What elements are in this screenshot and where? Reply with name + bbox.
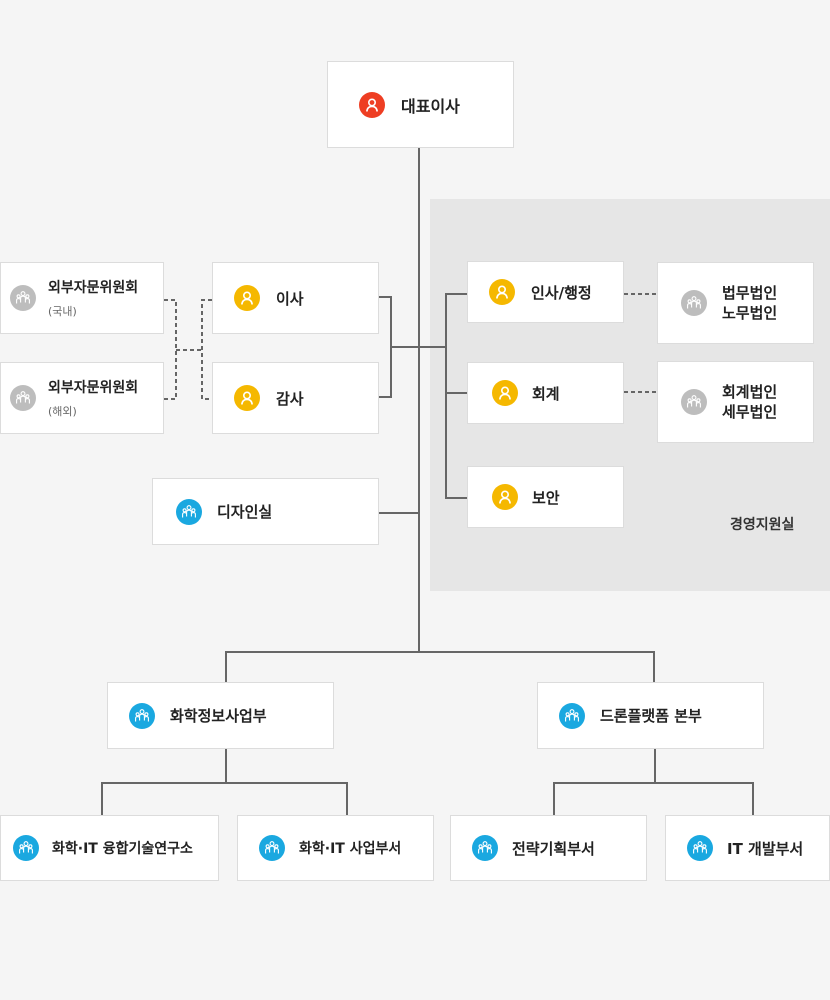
law-firm-line1: 법무법인: [722, 284, 778, 302]
group-icon: [10, 385, 36, 411]
advisory-overseas-title: 외부자문위원회: [48, 380, 139, 396]
person-icon: [359, 91, 385, 118]
hr-admin-node[interactable]: 인사/행정: [467, 261, 624, 323]
accounting-firm-line1: 회계법인: [722, 383, 778, 401]
group-icon: [13, 835, 39, 861]
person-icon: [492, 484, 518, 510]
design-office-node[interactable]: 디자인실: [152, 478, 379, 545]
drone-division-node[interactable]: 드론플랫폼 본부: [537, 682, 764, 749]
group-icon: [10, 285, 36, 311]
it-dev-node[interactable]: IT 개발부서: [665, 815, 830, 881]
chem-biz-node[interactable]: 화학·IT 사업부서: [237, 815, 434, 881]
advisory-overseas-sub: (해외): [48, 405, 77, 418]
drone-division-label: 드론플랫폼 본부: [600, 707, 702, 725]
advisory-domestic-title: 외부자문위원회: [48, 280, 139, 296]
group-icon: [681, 290, 707, 316]
group-icon: [259, 835, 285, 861]
support-group-label: 경영지원실: [730, 517, 795, 533]
security-node[interactable]: 보안: [467, 466, 624, 528]
auditor-node[interactable]: 감사: [212, 362, 379, 434]
group-icon: [472, 835, 498, 861]
group-icon: [176, 498, 202, 525]
accounting-label: 회계: [532, 384, 560, 403]
chem-lab-node[interactable]: 화학·IT 융합기술연구소: [0, 815, 219, 881]
accounting-firm-node[interactable]: 회계법인 세무법인: [657, 361, 814, 443]
hr-admin-label: 인사/행정: [531, 283, 592, 302]
ceo-label: 대표이사: [401, 96, 460, 116]
person-icon: [489, 279, 515, 305]
advisory-overseas-node[interactable]: 외부자문위원회 (해외): [0, 362, 164, 434]
design-office-label: 디자인실: [217, 503, 273, 521]
advisory-domestic-node[interactable]: 외부자문위원회 (국내): [0, 262, 164, 334]
strategy-node[interactable]: 전략기획부서: [450, 815, 647, 881]
director-label: 이사: [276, 289, 304, 308]
auditor-label: 감사: [276, 389, 304, 408]
strategy-label: 전략기획부서: [512, 839, 595, 858]
law-firm-node[interactable]: 법무법인 노무법인: [657, 262, 814, 344]
advisory-domestic-sub: (국내): [48, 305, 77, 318]
person-icon: [234, 285, 260, 311]
chem-lab-label: 화학·IT 융합기술연구소: [52, 841, 193, 857]
group-icon: [559, 702, 585, 729]
it-dev-label: IT 개발부서: [727, 839, 804, 858]
law-firm-line2: 노무법인: [722, 304, 778, 322]
director-node[interactable]: 이사: [212, 262, 379, 334]
person-icon: [234, 385, 260, 411]
security-label: 보안: [532, 488, 560, 507]
group-icon: [681, 389, 707, 415]
chem-division-label: 화학정보사업부: [170, 707, 267, 725]
group-icon: [129, 702, 155, 729]
accounting-firm-line2: 세무법인: [722, 403, 778, 421]
chem-division-node[interactable]: 화학정보사업부: [107, 682, 334, 749]
person-icon: [492, 380, 518, 406]
ceo-node[interactable]: 대표이사: [327, 61, 514, 148]
chem-biz-label: 화학·IT 사업부서: [299, 841, 402, 857]
accounting-node[interactable]: 회계: [467, 362, 624, 424]
group-icon: [687, 835, 713, 861]
